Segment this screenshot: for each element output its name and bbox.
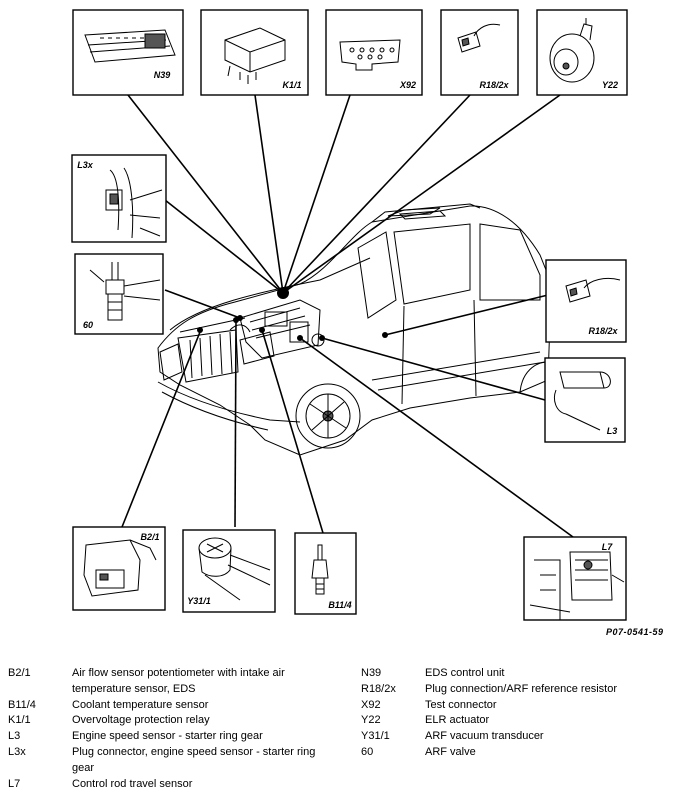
- legend-item: Y31/1 ARF vacuum transducer: [361, 729, 681, 745]
- legend-code: 60: [361, 745, 374, 758]
- callout-n39: N39: [154, 70, 171, 80]
- legend-left-column: B2/1 Air flow sensor potentiometer with …: [8, 666, 348, 792]
- callout-b114: B11/4: [328, 600, 351, 610]
- legend-code: R18/2x: [361, 682, 396, 695]
- legend-item: B11/4 Coolant temperature sensor: [8, 698, 348, 714]
- legend-desc: Air flow sensor potentiometer with intak…: [72, 667, 285, 695]
- callout-x92: X92: [399, 80, 416, 90]
- legend-desc: Engine speed sensor - starter ring gear: [72, 730, 263, 743]
- legend-desc: Test connector: [425, 698, 497, 711]
- inset-l3: L3: [544, 357, 626, 443]
- legend-desc: EDS control unit: [425, 667, 505, 679]
- callout-y311: Y31/1: [187, 596, 211, 606]
- legend-item: B2/1 Air flow sensor potentiometer with …: [8, 666, 348, 698]
- legend-item: L3 Engine speed sensor - starter ring ge…: [8, 729, 348, 745]
- junction-point: [277, 287, 289, 299]
- legend-desc: Control rod travel sensor: [72, 777, 193, 790]
- legend-item: R18/2x Plug connection/ARF reference res…: [361, 682, 681, 698]
- callout-r182-right: R18/2x: [588, 326, 618, 336]
- legend-item: N39 EDS control unit: [361, 666, 681, 682]
- legend-desc: Overvoltage protection relay: [72, 714, 210, 727]
- inset-y22: Y22: [536, 9, 628, 96]
- callout-60: 60: [83, 320, 93, 330]
- legend-code: N39: [361, 667, 382, 679]
- legend-item: L7 Control rod travel sensor: [8, 777, 348, 793]
- callout-y22: Y22: [602, 80, 618, 90]
- legend-code: L7: [8, 777, 21, 790]
- legend-code: Y31/1: [361, 730, 390, 743]
- legend-code: Y22: [361, 714, 381, 727]
- legend-desc: Coolant temperature sensor: [72, 698, 209, 711]
- inset-r182-right: R18/2x: [545, 259, 627, 343]
- legend-item: X92 Test connector: [361, 698, 681, 714]
- callout-b21: B2/1: [140, 532, 159, 542]
- inset-b114: B11/4: [294, 532, 357, 615]
- legend-code: K1/1: [8, 714, 31, 727]
- inset-n39: N39: [72, 9, 184, 96]
- component-locator-diagram: N39 K1/1 X92 R18/2x Y22: [71, 9, 628, 621]
- legend-item: Y22 ELR actuator: [361, 713, 681, 729]
- legend-desc: Plug connection/ARF reference resistor: [425, 682, 617, 695]
- legend-code: B2/1: [8, 667, 31, 679]
- callout-r182-top: R18/2x: [479, 80, 509, 90]
- legend-code: L3x: [8, 745, 26, 758]
- legend-item: L3x Plug connector, engine speed sensor …: [8, 745, 348, 777]
- legend-code: B11/4: [8, 698, 36, 711]
- legend-desc: ARF valve: [425, 745, 476, 758]
- legend-item: 60 ARF valve: [361, 745, 681, 761]
- inset-x92: X92: [325, 9, 423, 96]
- inset-l3x: L3x: [71, 154, 167, 243]
- callout-l7: L7: [602, 542, 613, 552]
- car-illustration: [157, 203, 551, 456]
- inset-k11: K1/1: [200, 9, 309, 96]
- inset-l7: L7: [523, 536, 627, 621]
- inset-r182-top: R18/2x: [440, 9, 519, 96]
- legend-right-column: N39 EDS control unit R18/2x Plug connect…: [361, 666, 681, 761]
- legend-desc: Plug connector, engine speed sensor - st…: [72, 745, 316, 774]
- inset-60: 60: [74, 253, 164, 335]
- legend-desc: ARF vacuum transducer: [425, 730, 544, 743]
- callout-l3x: L3x: [77, 160, 94, 170]
- legend-desc: ELR actuator: [425, 714, 490, 727]
- figure-code: P07-0541-59: [606, 627, 664, 637]
- legend-code: X92: [361, 698, 381, 711]
- legend-code: L3: [8, 730, 21, 743]
- callout-l3: L3: [607, 426, 618, 436]
- inset-y311: Y31/1: [182, 529, 276, 613]
- callout-k11: K1/1: [282, 80, 301, 90]
- leader-lines: [121, 94, 574, 538]
- legend-item: K1/1 Overvoltage protection relay: [8, 713, 348, 729]
- inset-b21: B2/1: [72, 526, 166, 611]
